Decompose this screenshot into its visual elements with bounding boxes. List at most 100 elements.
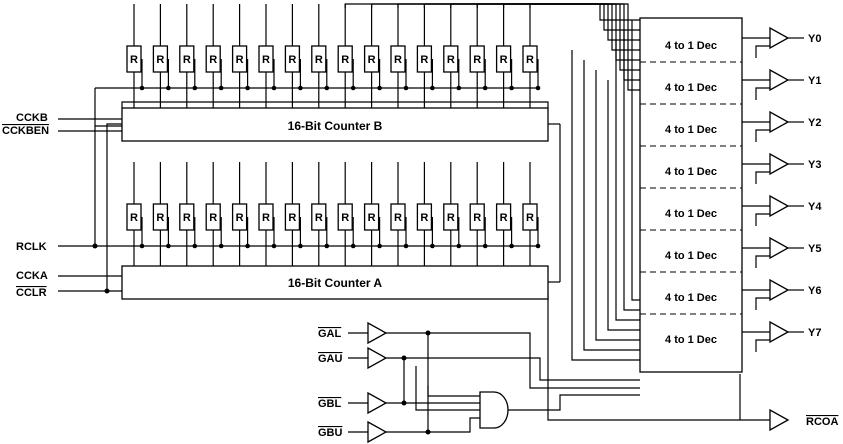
register-box: [416, 45, 433, 73]
rclk-label: RCLK: [16, 241, 47, 253]
register-box: [522, 203, 538, 231]
decoder-column: [639, 17, 743, 373]
junction-dot: [425, 429, 431, 435]
gbu-label: GBU: [318, 427, 343, 439]
register-label: R: [288, 54, 296, 66]
register-box: [284, 203, 301, 231]
register-box: [469, 203, 485, 231]
register-box: [205, 203, 221, 231]
register-label: R: [236, 54, 244, 66]
counter-b-box: [121, 107, 549, 142]
register-label: R: [209, 212, 217, 224]
output-buffer: [769, 320, 790, 344]
register-label: R: [130, 212, 138, 224]
register-label: R: [156, 54, 164, 66]
register-label: R: [473, 212, 481, 224]
register-label: R: [526, 54, 534, 66]
register-box: [469, 45, 485, 73]
enable-wire: [755, 297, 770, 310]
enable-wire: [755, 45, 770, 58]
counter-a-label: 16-Bit Counter A: [288, 276, 383, 290]
gbl-buffer: [367, 391, 388, 415]
junction-dot: [401, 355, 407, 361]
enable-wire: [755, 171, 770, 184]
decoder-label: 4 to 1 Dec: [665, 166, 717, 178]
gal-buffer: [367, 321, 388, 345]
register-box: [311, 203, 327, 231]
output-buffer: [769, 68, 790, 92]
register-box: [363, 203, 380, 231]
rcoa-label: RCOA: [806, 416, 838, 428]
decoder-label: 4 to 1 Dec: [665, 334, 717, 346]
output-label-y3: Y3: [808, 159, 821, 171]
register-box: [337, 45, 353, 73]
register-box: [495, 203, 512, 231]
decoder-label: 4 to 1 Dec: [665, 124, 717, 136]
gbl-label: GBL: [318, 398, 342, 410]
gbu-buffer: [367, 420, 388, 444]
register-label: R: [130, 54, 138, 66]
output-label-y7: Y7: [808, 327, 821, 339]
register-box: [495, 45, 512, 73]
cclr-label: CCLR: [16, 287, 47, 299]
register-box: [152, 203, 169, 231]
register-box: [152, 45, 169, 73]
register-box: [337, 203, 353, 231]
decoder-label: 4 to 1 Dec: [665, 40, 717, 52]
register-box: [179, 203, 195, 231]
register-wiring: [95, 3, 640, 266]
register-box: [390, 45, 406, 73]
output-buffer: [769, 236, 790, 260]
decoder-route-wire: [344, 3, 640, 21]
output-buffer: [769, 194, 790, 218]
register-box: [284, 45, 301, 73]
gau-buffer: [367, 346, 388, 370]
output-label-y4: Y4: [808, 201, 822, 213]
register-label: R: [262, 212, 270, 224]
register-label: R: [420, 54, 428, 66]
output-label-y0: Y0: [808, 33, 821, 45]
output-label-y5: Y5: [808, 243, 821, 255]
register-label: R: [473, 54, 481, 66]
decoder-label: 4 to 1 Dec: [665, 250, 717, 262]
register-label: R: [500, 54, 508, 66]
register-box: [311, 45, 327, 73]
register-label: R: [394, 54, 402, 66]
junction-dot: [401, 400, 407, 406]
gal-label: GAL: [318, 328, 342, 340]
register-label: R: [500, 212, 508, 224]
register-box: [179, 45, 195, 73]
enable-wire: [755, 87, 770, 100]
register-box: [522, 45, 538, 73]
junction-dot: [425, 330, 431, 336]
register-box: [231, 45, 248, 73]
register-label: R: [447, 54, 455, 66]
ccka-label: CCKA: [16, 270, 48, 282]
output-buffer: [769, 152, 790, 176]
register-label: R: [315, 212, 323, 224]
register-label: R: [368, 54, 376, 66]
register-box: [258, 203, 274, 231]
counter-b-label: 16-Bit Counter B: [288, 119, 383, 133]
register-box: [258, 45, 274, 73]
register-box: [363, 45, 380, 73]
decoder-label: 4 to 1 Dec: [665, 292, 717, 304]
output-label-y6: Y6: [808, 285, 821, 297]
rcoa-buffer: [769, 408, 790, 432]
cckb-label: CCKB: [16, 112, 48, 124]
register-label: R: [526, 212, 534, 224]
register-label: R: [288, 212, 296, 224]
output-buffer: [769, 110, 790, 134]
enable-wire: [755, 339, 770, 352]
register-label: R: [341, 212, 349, 224]
register-label: R: [394, 212, 402, 224]
enable-wire: [755, 213, 770, 226]
junction-dot: [104, 288, 110, 294]
cckben-label: CCKBEN: [2, 125, 49, 137]
register-label: R: [262, 54, 270, 66]
enable-wire: [755, 255, 770, 268]
register-label: R: [368, 212, 376, 224]
register-label: R: [156, 212, 164, 224]
